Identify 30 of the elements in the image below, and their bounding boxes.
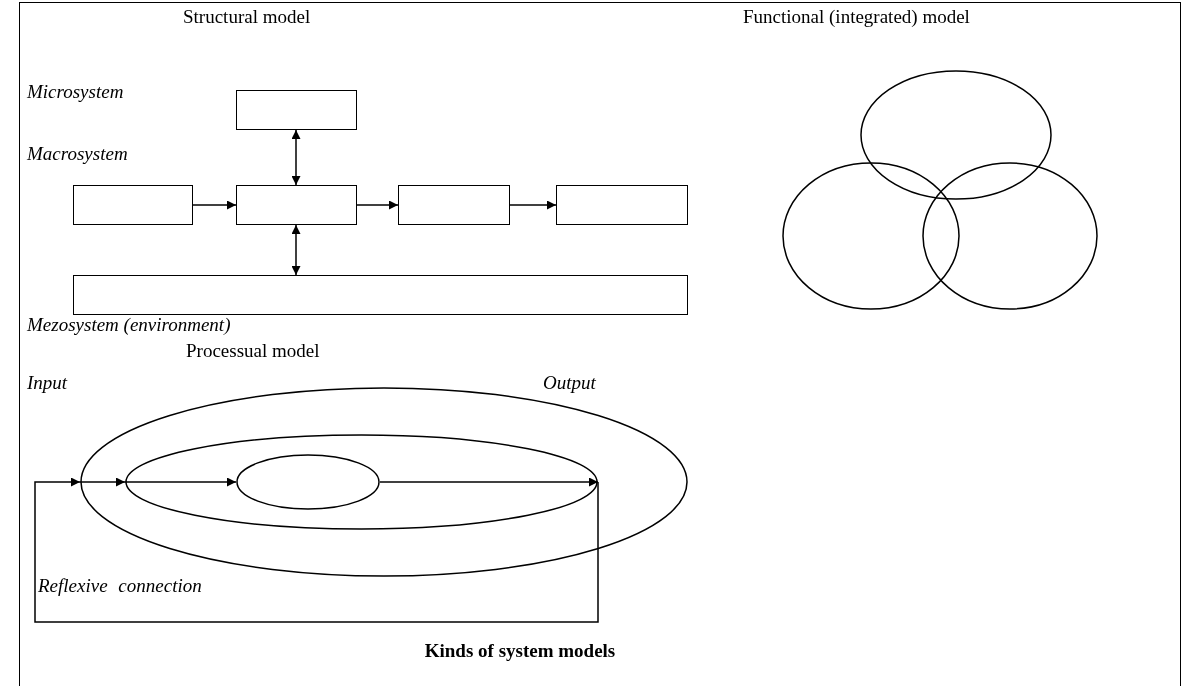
part-label: Output: [543, 372, 596, 394]
wide-box: [73, 275, 688, 315]
empty-box: [236, 90, 357, 130]
model-heading: Structural model: [183, 6, 311, 28]
model-heading: Functional (integrated) model: [743, 6, 970, 28]
arrow: [291, 129, 301, 186]
part-label: Input: [27, 372, 68, 394]
ellipse: [922, 162, 1098, 310]
empty-box: [398, 185, 510, 225]
arrow: [34, 477, 599, 623]
ellipse: [782, 162, 960, 310]
ellipse: [125, 434, 598, 530]
arrow: [192, 200, 237, 210]
arrow: [509, 200, 557, 210]
arrow: [124, 477, 237, 487]
ellipse: [236, 454, 380, 510]
part-label: Microsystem: [27, 81, 124, 103]
empty-box: [73, 185, 193, 225]
arrow: [356, 200, 399, 210]
ellipse: [860, 70, 1052, 200]
part-label: Reflexive connection: [38, 575, 202, 597]
empty-box: [556, 185, 688, 225]
arrow: [291, 224, 301, 276]
caption: Kinds of system models: [423, 640, 617, 662]
part-label: Macrosystem: [27, 143, 128, 165]
model-heading: Processual model: [186, 340, 320, 362]
arrow: [79, 477, 126, 487]
part-label: Mezosystem (environment): [27, 314, 231, 336]
arrow: [379, 477, 599, 487]
empty-box: [236, 185, 357, 225]
